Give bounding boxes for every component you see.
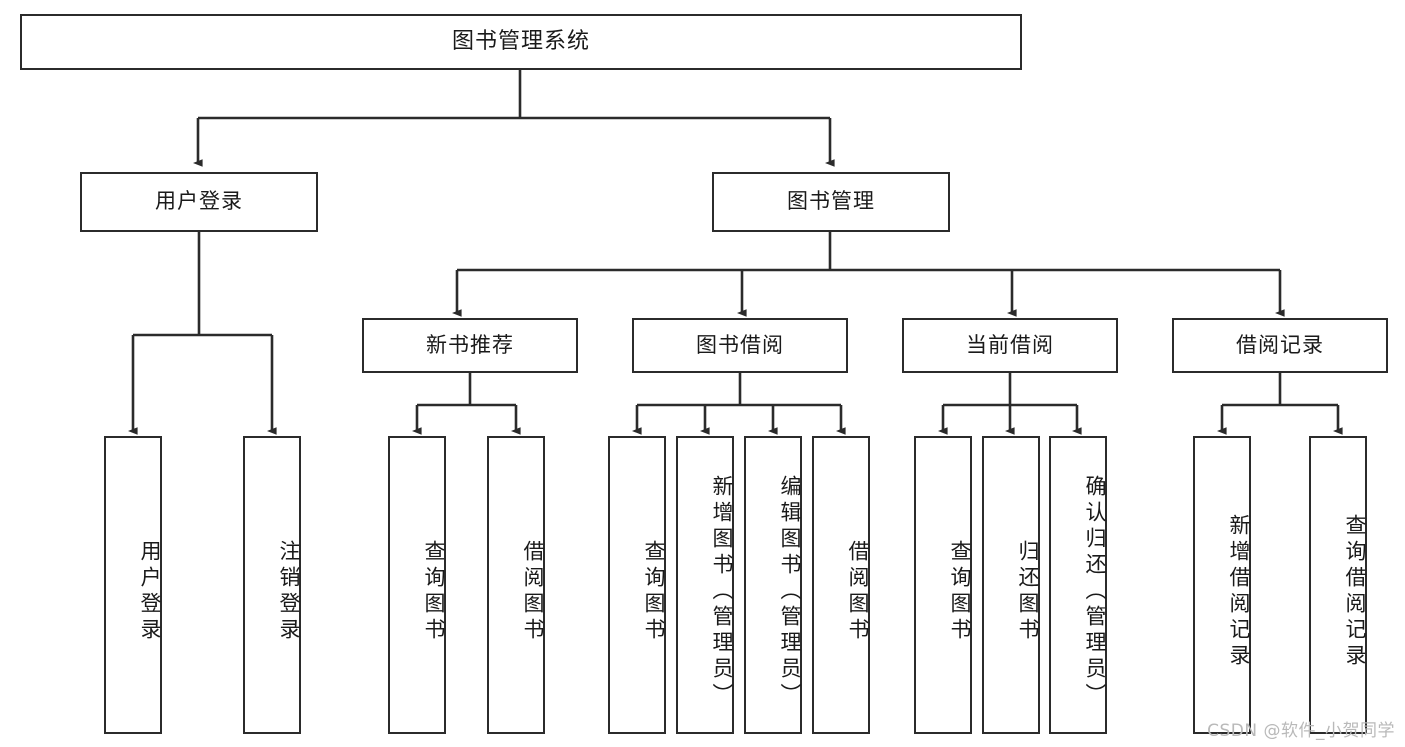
leaf-current-borrow-confirm-return-admin[interactable]: 确认归还（管理员） [1049, 436, 1107, 734]
node-borrow-record[interactable]: 借阅记录 [1172, 318, 1388, 373]
node-label: 用户登录 [138, 540, 162, 644]
node-label: 借阅图书 [521, 540, 545, 644]
leaf-book-borrow-edit-book-admin[interactable]: 编辑图书（管理员） [744, 436, 802, 734]
node-label: 注销登录 [277, 540, 301, 644]
node-root-library-system[interactable]: 图书管理系统 [20, 14, 1022, 70]
leaf-borrow-record-query-record[interactable]: 查询借阅记录 [1309, 436, 1367, 734]
node-book-borrow[interactable]: 图书借阅 [632, 318, 848, 373]
node-label: 借阅图书 [846, 540, 870, 644]
node-label: 新书推荐 [426, 332, 514, 357]
node-book-management[interactable]: 图书管理 [712, 172, 950, 232]
leaf-user-login-do-login[interactable]: 用户登录 [104, 436, 162, 734]
node-label: 图书借阅 [696, 332, 784, 357]
csdn-watermark: CSDN @软件_小贺同学 [1207, 721, 1395, 741]
node-label: 图书管理系统 [451, 28, 590, 54]
leaf-current-borrow-query-books[interactable]: 查询图书 [914, 436, 972, 734]
node-label: 新增借阅记录 [1227, 514, 1251, 670]
node-label: 借阅记录 [1236, 332, 1324, 357]
leaf-borrow-record-add-record[interactable]: 新增借阅记录 [1193, 436, 1251, 734]
node-label: 新增图书（管理员） [710, 475, 734, 709]
leaf-user-login-logout[interactable]: 注销登录 [243, 436, 301, 734]
node-user-login[interactable]: 用户登录 [80, 172, 318, 232]
leaf-new-book-borrow-books[interactable]: 借阅图书 [487, 436, 545, 734]
node-label: 查询图书 [422, 540, 446, 644]
node-label: 查询借阅记录 [1343, 514, 1367, 670]
node-current-borrow[interactable]: 当前借阅 [902, 318, 1118, 373]
node-label: 归还图书 [1016, 540, 1040, 644]
leaf-book-borrow-borrow-books[interactable]: 借阅图书 [812, 436, 870, 734]
node-label: 确认归还（管理员） [1083, 475, 1107, 709]
node-label: 编辑图书（管理员） [778, 475, 802, 709]
node-label: 查询图书 [948, 540, 972, 644]
node-label: 图书管理 [787, 189, 875, 214]
node-new-book-recommend[interactable]: 新书推荐 [362, 318, 578, 373]
leaf-current-borrow-return-books[interactable]: 归还图书 [982, 436, 1040, 734]
leaf-book-borrow-query-books[interactable]: 查询图书 [608, 436, 666, 734]
leaf-book-borrow-add-book-admin[interactable]: 新增图书（管理员） [676, 436, 734, 734]
leaf-new-book-query-books[interactable]: 查询图书 [388, 436, 446, 734]
node-label: 当前借阅 [966, 332, 1054, 357]
node-label: 查询图书 [642, 540, 666, 644]
node-label: 用户登录 [155, 189, 243, 214]
